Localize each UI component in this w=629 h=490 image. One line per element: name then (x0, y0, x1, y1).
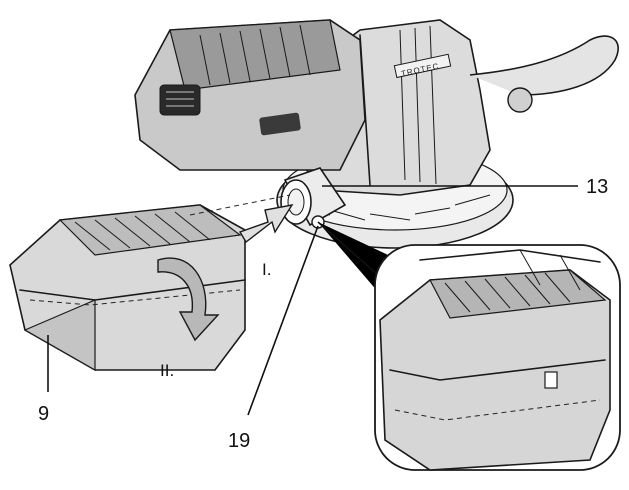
arrow-insert (238, 204, 294, 244)
battery-pack (9, 204, 246, 372)
callout-13: 13 (586, 176, 608, 198)
side-handle (469, 35, 619, 96)
zoom-detail (317, 221, 621, 471)
callout-19: 19 (228, 430, 250, 452)
arrow-tilt (157, 257, 220, 342)
step-label-2: II. (160, 361, 174, 380)
callout-9: 9 (38, 403, 49, 425)
step-label-1: I. (262, 260, 271, 279)
insertion-guide (189, 194, 291, 216)
leader-19 (247, 225, 319, 416)
sander-tool: TROTEC (134, 19, 619, 249)
